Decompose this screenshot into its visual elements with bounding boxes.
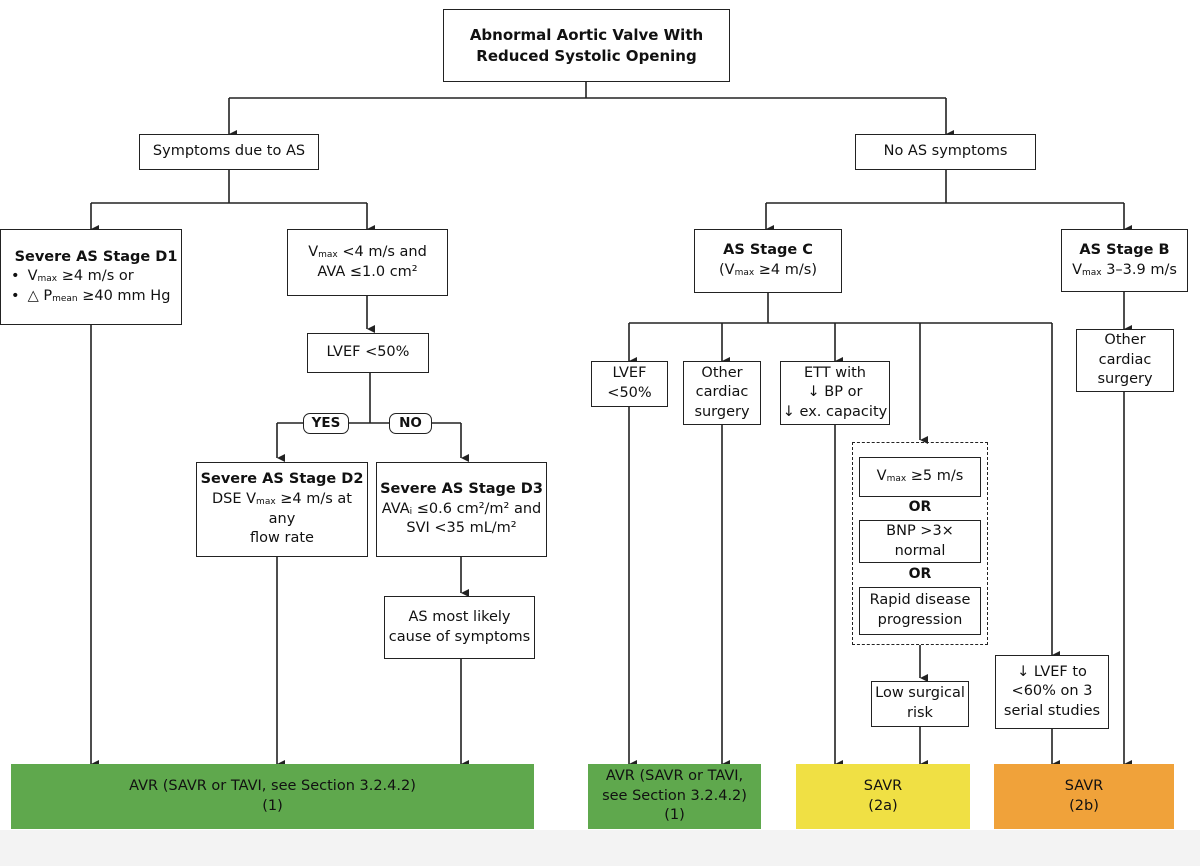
- flowchart-canvas: Abnormal Aortic Valve With Reduced Systo…: [0, 0, 1200, 830]
- lvef50-left-label: LVEF <50%: [326, 344, 410, 361]
- lvef50-left-node: LVEF <50%: [307, 333, 429, 373]
- low-risk-line-2: risk: [907, 705, 933, 721]
- outcome-savr-2b: SAVR (2b): [994, 764, 1174, 829]
- b-other-surgery-node: Other cardiac surgery: [1076, 329, 1174, 392]
- c-lvef-line-2: <50%: [607, 385, 652, 401]
- c-other-surgery-node: Other cardiac surgery: [683, 361, 761, 425]
- root-node: Abnormal Aortic Valve With Reduced Systo…: [443, 9, 730, 82]
- stage-b-title: AS Stage B: [1079, 241, 1170, 258]
- yes-label: YES: [303, 413, 349, 434]
- rapid-line-1: Rapid disease: [869, 592, 971, 609]
- vmax5-node: Vmax ≥5 m/s: [859, 457, 981, 497]
- stage-d1-node: Severe AS Stage D1 Vmax ≥4 m/s or △ Pmea…: [0, 229, 182, 325]
- b-other-line-2: cardiac: [1098, 351, 1152, 368]
- vmax-low-node: Vmax <4 m/s and AVA ≤1.0 cm²: [287, 229, 448, 296]
- stage-d2-line-2: flow rate: [250, 530, 314, 547]
- outcome-avr-c-line-1: AVR (SAVR or TAVI,: [605, 768, 744, 785]
- c-other-line-1: Other: [701, 364, 743, 381]
- stage-d2-node: Severe AS Stage D2 DSE Vmax ≥4 m/s at an…: [196, 462, 368, 557]
- vmax-low-line-2: AVA ≤1.0 cm²: [317, 263, 418, 280]
- bnp-node: BNP >3× normal: [859, 520, 981, 563]
- stage-d1-bullet-1: Vmax ≥4 m/s or: [11, 267, 134, 287]
- c-other-line-2: cardiac: [695, 384, 749, 401]
- stage-d3-title: Severe AS Stage D3: [380, 481, 543, 498]
- criteria-group: [852, 442, 988, 645]
- no-symptoms-node: No AS symptoms: [855, 134, 1036, 170]
- outcome-savr-2b-line-2: (2b): [1069, 797, 1099, 814]
- c-ett-line-1: ETT with: [804, 364, 866, 381]
- b-other-line-1: Other: [1104, 332, 1146, 349]
- c-lvef-node: LVEF <50%: [591, 361, 668, 407]
- stage-b-node: AS Stage B Vmax 3–3.9 m/s: [1061, 229, 1188, 292]
- as-likely-line-1: AS most likely: [408, 608, 511, 625]
- outcome-savr-2a-line-2: (2a): [868, 797, 898, 814]
- outcome-savr-2b-line-1: SAVR: [1064, 777, 1104, 794]
- symptoms-node: Symptoms due to AS: [139, 134, 319, 170]
- stage-c-node: AS Stage C (Vmax ≥4 m/s): [694, 229, 842, 293]
- c-lvef-line-1: LVEF: [612, 365, 647, 382]
- symptoms-label: Symptoms due to AS: [152, 143, 306, 160]
- outcome-avr-left-line-1: AVR (SAVR or TAVI, see Section 3.2.4.2): [129, 777, 416, 794]
- or-label-1: OR: [908, 499, 932, 515]
- c-ett-line-3: ↓ ex. capacity: [782, 403, 888, 420]
- stage-d3-line-2: SVI <35 mL/m²: [406, 520, 517, 537]
- no-symptoms-label: No AS symptoms: [883, 143, 1008, 160]
- as-likely-node: AS most likely cause of symptoms: [384, 596, 535, 659]
- stage-d2-title: Severe AS Stage D2: [200, 471, 364, 488]
- as-likely-line-2: cause of symptoms: [388, 628, 531, 645]
- lvef60-line-1: ↓ LVEF to: [1017, 663, 1087, 680]
- stage-c-line-1: (Vmax ≥4 m/s): [718, 262, 817, 278]
- stage-d3-line-1: AVAi ≤0.6 cm²/m² and: [381, 500, 542, 517]
- rapid-progression-node: Rapid disease progression: [859, 587, 981, 635]
- stage-d3-node: Severe AS Stage D3 AVAi ≤0.6 cm²/m² and …: [376, 462, 547, 557]
- stage-d1-bullet-2: △ Pmean ≥40 mm Hg: [11, 287, 171, 307]
- vmax-low-line-1: Vmax <4 m/s and: [308, 243, 427, 260]
- lvef60-line-3: serial studies: [1003, 702, 1101, 719]
- outcome-avr-c-line-3: (1): [664, 807, 685, 824]
- outcome-avr-c-line-2: see Section 3.2.4.2): [602, 787, 747, 804]
- b-other-line-3: surgery: [1097, 371, 1153, 388]
- stage-d1-title: Severe AS Stage D1: [14, 248, 178, 265]
- or-label-2: OR: [908, 566, 932, 582]
- outcome-avr-stage-c: AVR (SAVR or TAVI, see Section 3.2.4.2) …: [588, 764, 761, 829]
- outcome-savr-2a: SAVR (2a): [796, 764, 970, 829]
- outcome-avr-left: AVR (SAVR or TAVI, see Section 3.2.4.2) …: [11, 764, 534, 829]
- lvef60-node: ↓ LVEF to <60% on 3 serial studies: [995, 655, 1109, 729]
- c-ett-node: ETT with ↓ BP or ↓ ex. capacity: [780, 361, 890, 425]
- c-other-line-3: surgery: [694, 403, 750, 420]
- bnp-label: BNP >3× normal: [886, 522, 954, 559]
- low-surgical-risk-node: Low surgical risk: [871, 681, 969, 727]
- no-label: NO: [389, 413, 432, 434]
- rapid-line-2: progression: [877, 612, 963, 628]
- vmax5-label: Vmax ≥5 m/s: [876, 468, 964, 485]
- lvef60-line-2: <60% on 3: [1011, 683, 1093, 700]
- stage-b-line-1: Vmax 3–3.9 m/s: [1072, 261, 1177, 278]
- stage-d2-line-1: DSE Vmax ≥4 m/s at any: [211, 490, 352, 527]
- root-line-2: Reduced Systolic Opening: [476, 46, 697, 65]
- stage-c-title: AS Stage C: [723, 242, 813, 259]
- c-ett-line-2: ↓ BP or: [807, 384, 863, 401]
- outcome-savr-2a-line-1: SAVR: [863, 777, 903, 794]
- root-line-1: Abnormal Aortic Valve With: [469, 26, 704, 45]
- low-risk-line-1: Low surgical: [875, 685, 965, 702]
- outcome-avr-left-line-2: (1): [262, 797, 283, 814]
